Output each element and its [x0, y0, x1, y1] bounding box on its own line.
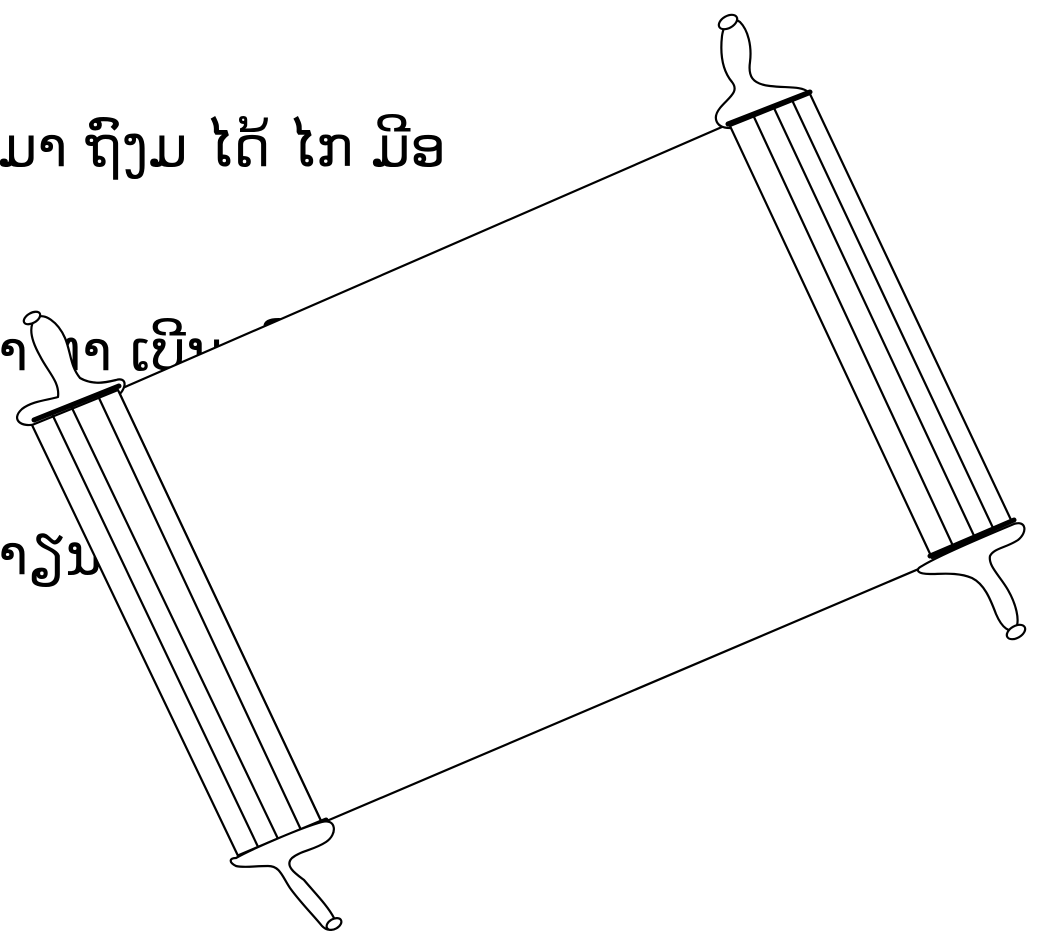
- right-rod-line-3: [790, 98, 996, 532]
- left-roller: [16, 310, 343, 931]
- right-rod-line-1: [752, 115, 956, 550]
- right-bottom-finial: [916, 522, 1026, 632]
- left-bottom-knob: [325, 917, 343, 931]
- left-rod-line-3: [97, 396, 304, 834]
- left-rod-band-top: [31, 383, 122, 423]
- right-top-knob: [717, 13, 739, 31]
- right-bottom-knob: [1005, 623, 1027, 641]
- text-line-1: ມາ ຖົງມ ໄດ້ ໄກ ມີອ: [0, 115, 446, 180]
- right-rod-band-top: [725, 89, 813, 127]
- right-rod-band-bottom: [927, 517, 1017, 559]
- left-rod-line-2: [70, 406, 282, 845]
- left-rod-line-1: [51, 414, 262, 853]
- right-rod-line-2: [772, 106, 978, 542]
- left-top-knob: [22, 310, 42, 326]
- right-roller: [714, 13, 1027, 641]
